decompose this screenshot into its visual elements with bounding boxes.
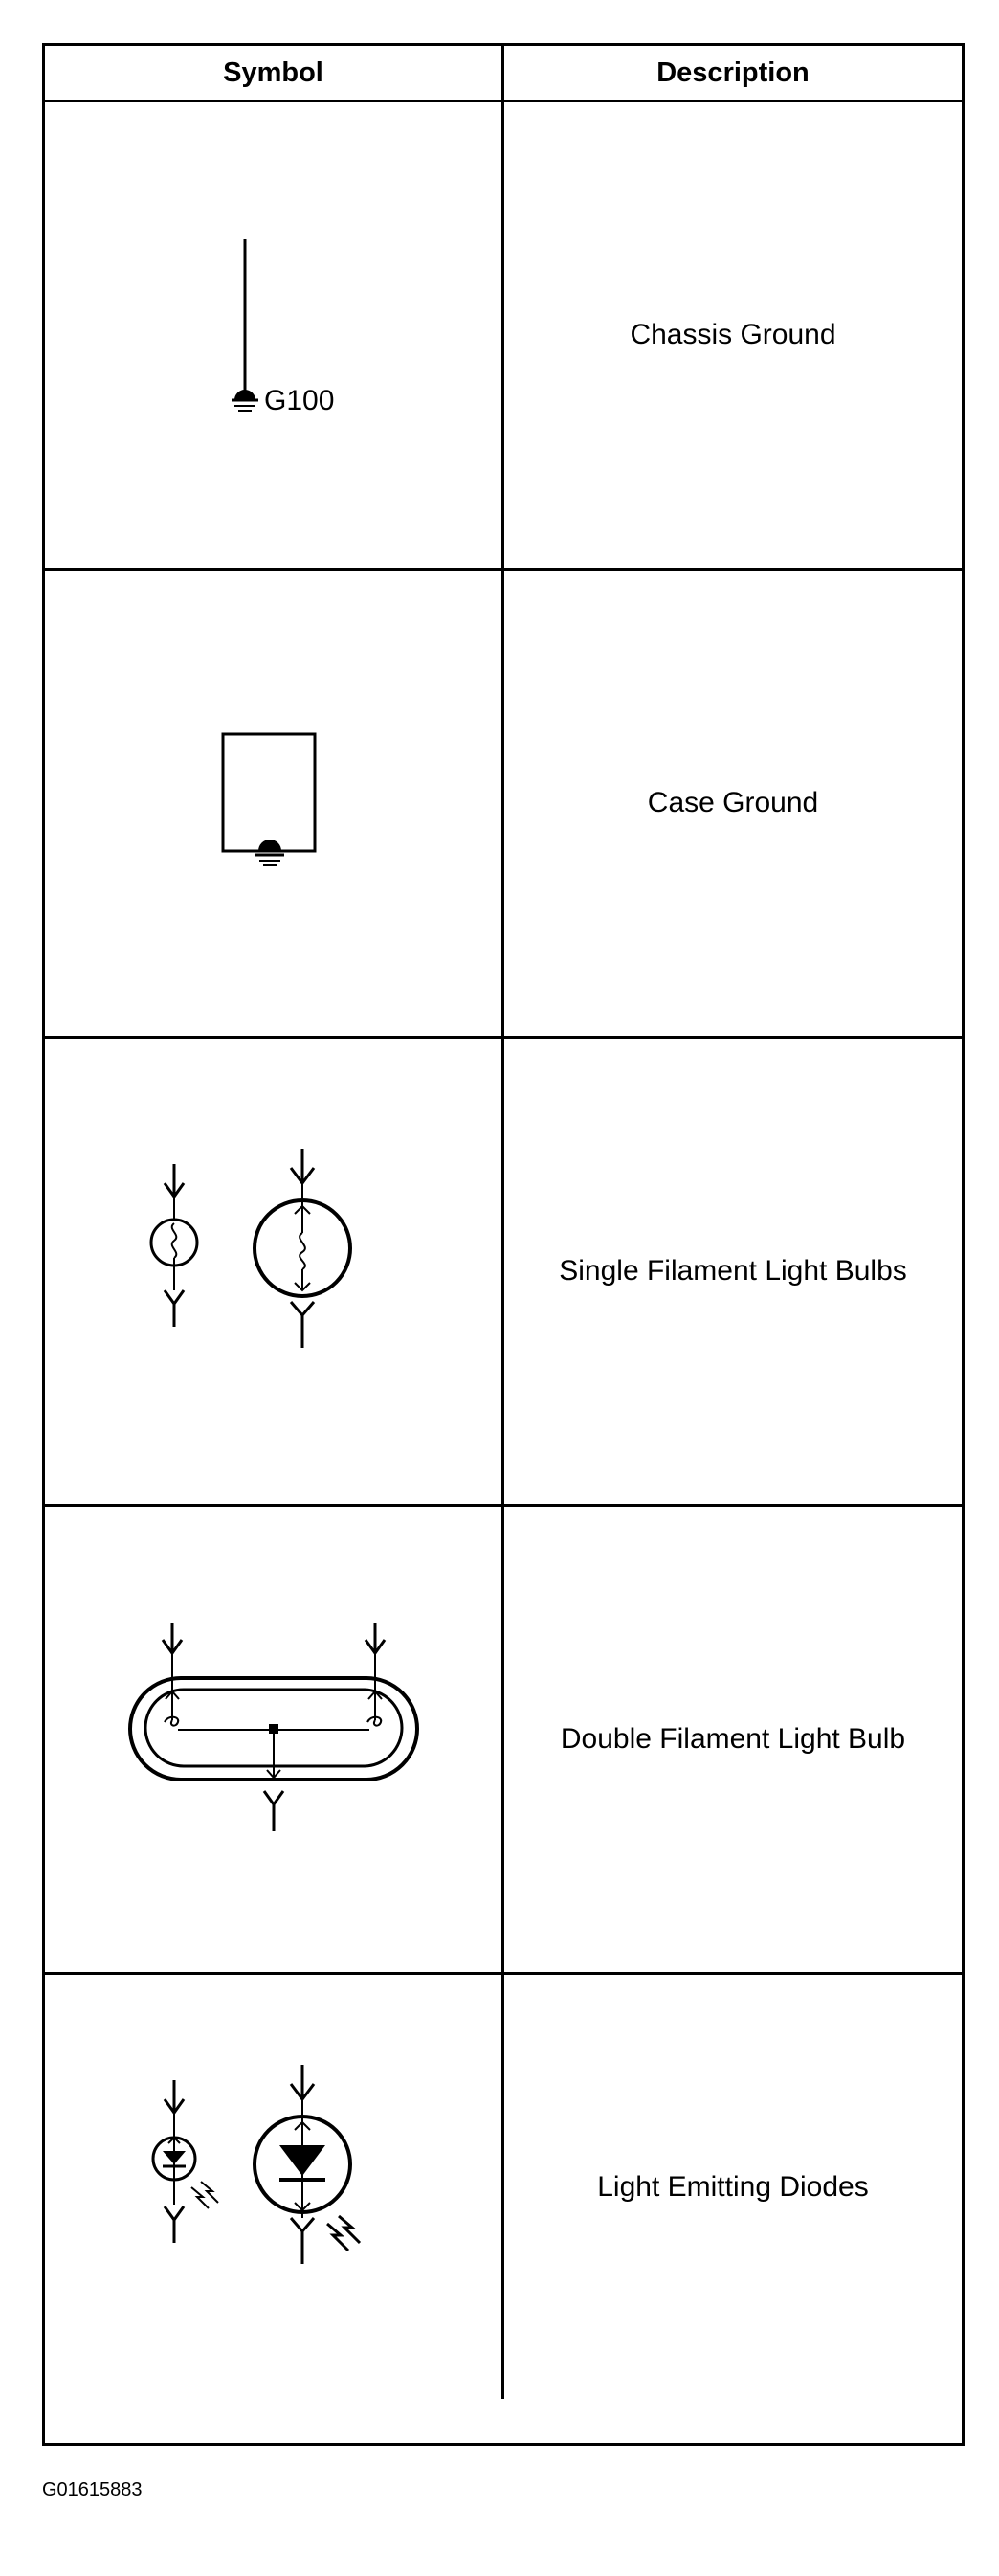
symbol-cell [45,1039,504,1504]
small-led-icon [151,2079,219,2243]
symbol-cell [45,571,504,1036]
table-row: Light Emitting Diodes [45,1975,962,2399]
description-text: Double Filament Light Bulb [560,1723,906,1755]
table-row: Case Ground [45,571,962,1039]
figure-code: G01615883 [42,2479,143,2500]
table-header: Symbol Description [45,46,962,102]
description-text: Light Emitting Diodes [597,2170,869,2203]
description-text: Chassis Ground [630,319,836,350]
table-row: Double Filament Light Bulb [45,1507,962,1975]
table-row: G100 Chassis Ground [45,102,962,571]
small-bulb-icon [149,1164,198,1327]
description-column-header: Description [656,56,810,88]
description-text: Case Ground [647,787,819,818]
description-cell: Case Ground [504,571,962,1036]
chassis-ground-icon: G100 [231,239,334,416]
symbol-cell: G100 [45,102,504,568]
description-text: Single Filament Light Bulbs [559,1255,907,1287]
symbol-cell [45,1507,504,1972]
ground-id-label: G100 [264,385,334,416]
double-filament-bulb-icon [127,1623,419,1831]
symbol-table: Symbol Description G100 Chassis Ground [42,43,965,2446]
case-ground-icon [221,732,316,866]
large-led-icon [252,2064,361,2264]
description-cell: Light Emitting Diodes [504,1975,962,2399]
symbol-column-header: Symbol [45,46,504,100]
symbol-cell [45,1975,504,2399]
led-icon [151,2064,361,2264]
description-cell: Single Filament Light Bulbs [504,1039,962,1504]
single-filament-bulb-icon [149,1149,352,1348]
table-row: Single Filament Light Bulbs [45,1039,962,1507]
large-bulb-icon [252,1149,352,1348]
description-cell: Double Filament Light Bulb [504,1507,962,1972]
description-cell: Chassis Ground [504,102,962,568]
